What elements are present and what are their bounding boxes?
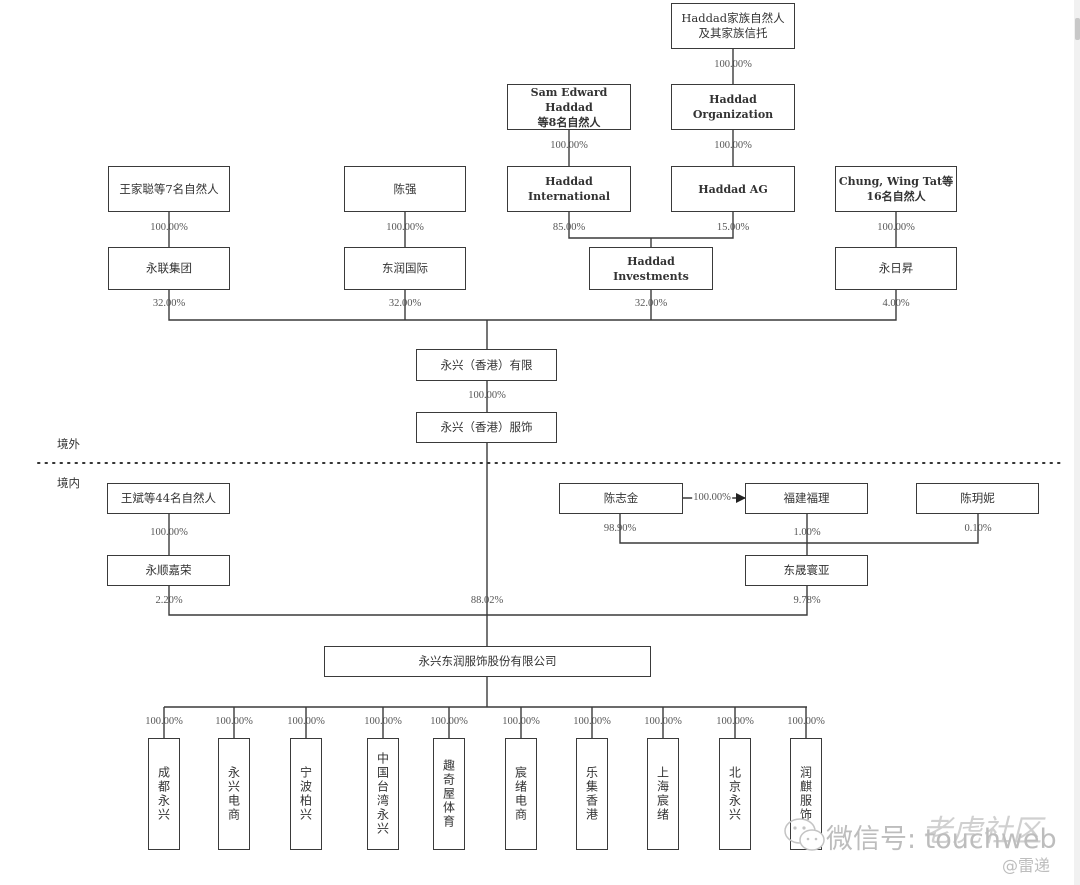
subsidiary-box: 润麒服饰 xyxy=(790,738,822,850)
pct-ag-inv: 15.00% xyxy=(716,222,750,233)
region-overseas-label: 境外 xyxy=(57,437,80,451)
vertical-scrollbar[interactable] xyxy=(1074,0,1080,885)
pct-fujian-dongsheng: 1.00% xyxy=(793,527,821,538)
watermark-author: @雷递 xyxy=(1002,856,1051,875)
entity-yonglian: 永联集团 xyxy=(108,247,230,290)
watermark-wechat-id: 微信号: touchweb xyxy=(826,824,1057,855)
line-intl-ag-inv xyxy=(568,212,734,239)
entity-main-company: 永兴东润服饰股份有限公司 xyxy=(324,646,651,677)
pct-subsidiary: 100.00% xyxy=(215,716,253,727)
pct-org-ag: 100.00% xyxy=(714,140,752,151)
pct-subsidiary: 100.00% xyxy=(573,716,611,727)
entity-haddad-investments: Haddad Investments xyxy=(589,247,713,290)
entity-dongsheng: 东晟寰亚 xyxy=(745,555,868,586)
pct-dongrun-hk: 32.00% xyxy=(388,298,422,309)
wechat-logo-icon xyxy=(784,818,825,851)
pct-chenyn-dongsheng: 0.10% xyxy=(964,523,992,534)
pct-chenzj-fujian: 100.00% xyxy=(692,492,732,503)
pct-subsidiary: 100.00% xyxy=(716,716,754,727)
pct-wangbin-yongshun: 100.00% xyxy=(150,527,188,538)
entity-yongshun: 永顺嘉荣 xyxy=(107,555,230,586)
pct-subsidiary: 100.00% xyxy=(787,716,825,727)
pct-subsidiary: 100.00% xyxy=(644,716,682,727)
line-bus-hk xyxy=(168,290,897,321)
entity-wang-jiacong: 王家聪等7名自然人 xyxy=(108,166,230,212)
pct-inv-hk: 32.00% xyxy=(634,298,668,309)
entity-haddad-family: Haddad家族自然人 及其家族信托 xyxy=(671,3,795,49)
pct-intl-inv: 85.00% xyxy=(552,222,586,233)
pct-wang-yonglian: 100.00% xyxy=(150,222,188,233)
entity-chen-zhijin: 陈志金 xyxy=(559,483,683,514)
entity-dongrun-intl: 东润国际 xyxy=(344,247,466,290)
entity-haddad-organization: Haddad Organization xyxy=(671,84,795,130)
subsidiary-box: 上海宸绪 xyxy=(647,738,679,850)
scrollbar-thumb[interactable] xyxy=(1075,18,1080,40)
subsidiary-box: 宸绪电商 xyxy=(505,738,537,850)
entity-yx-hk-ltd: 永兴（香港）有限 xyxy=(416,349,557,381)
line-bus-main xyxy=(168,586,808,616)
entity-chen-yueni: 陈玥妮 xyxy=(916,483,1039,514)
watermark-site: 老虎社区 xyxy=(922,814,1042,849)
pct-sam-intl: 100.00% xyxy=(550,140,588,151)
subsidiary-box: 乐集香港 xyxy=(576,738,608,850)
pct-chung-yrs: 100.00% xyxy=(877,222,915,233)
entity-yx-hk-apparel: 永兴（香港）服饰 xyxy=(416,412,557,443)
pct-chen-dongrun: 100.00% xyxy=(386,222,424,233)
pct-dongsheng-main: 9.78% xyxy=(793,595,821,606)
pct-hkltd-apparel: 100.00% xyxy=(468,390,506,401)
arrow-head-icon xyxy=(736,493,746,503)
pct-apparel-main: 88.02% xyxy=(470,595,504,606)
entity-wang-bin: 王斌等44名自然人 xyxy=(107,483,230,514)
entity-chung-wing-tat: Chung, Wing Tat等 16名自然人 xyxy=(835,166,957,212)
pct-subsidiary: 100.00% xyxy=(287,716,325,727)
pct-chenzj-dongsheng: 98.90% xyxy=(603,523,637,534)
pct-yonglian-hk: 32.00% xyxy=(152,298,186,309)
subsidiary-box: 永兴电商 xyxy=(218,738,250,850)
pct-subsidiary: 100.00% xyxy=(364,716,402,727)
pct-subsidiary: 100.00% xyxy=(430,716,468,727)
subsidiary-box: 中国台湾永兴 xyxy=(367,738,399,850)
pct-subsidiary: 100.00% xyxy=(502,716,540,727)
subsidiary-box: 成都永兴 xyxy=(148,738,180,850)
entity-haddad-ag: Haddad AG xyxy=(671,166,795,212)
entity-chen-qiang: 陈强 xyxy=(344,166,466,212)
region-domestic-label: 境内 xyxy=(57,476,80,490)
line-dongsheng-owners xyxy=(619,514,979,544)
pct-yongshun-main: 2.20% xyxy=(155,595,183,606)
pct-yrs-hk: 4.00% xyxy=(882,298,910,309)
entity-sam-haddad: Sam Edward Haddad 等8名自然人 xyxy=(507,84,631,130)
entity-yongrisheng: 永日昇 xyxy=(835,247,957,290)
subsidiary-box: 北京永兴 xyxy=(719,738,751,850)
entity-haddad-international: Haddad International xyxy=(507,166,631,212)
subsidiary-box: 宁波柏兴 xyxy=(290,738,322,850)
pct-subsidiary: 100.00% xyxy=(145,716,183,727)
entity-fujian-fuli: 福建福理 xyxy=(745,483,868,514)
subsidiary-box: 趣奇屋体育 xyxy=(433,738,465,850)
pct-family-org: 100.00% xyxy=(714,59,752,70)
